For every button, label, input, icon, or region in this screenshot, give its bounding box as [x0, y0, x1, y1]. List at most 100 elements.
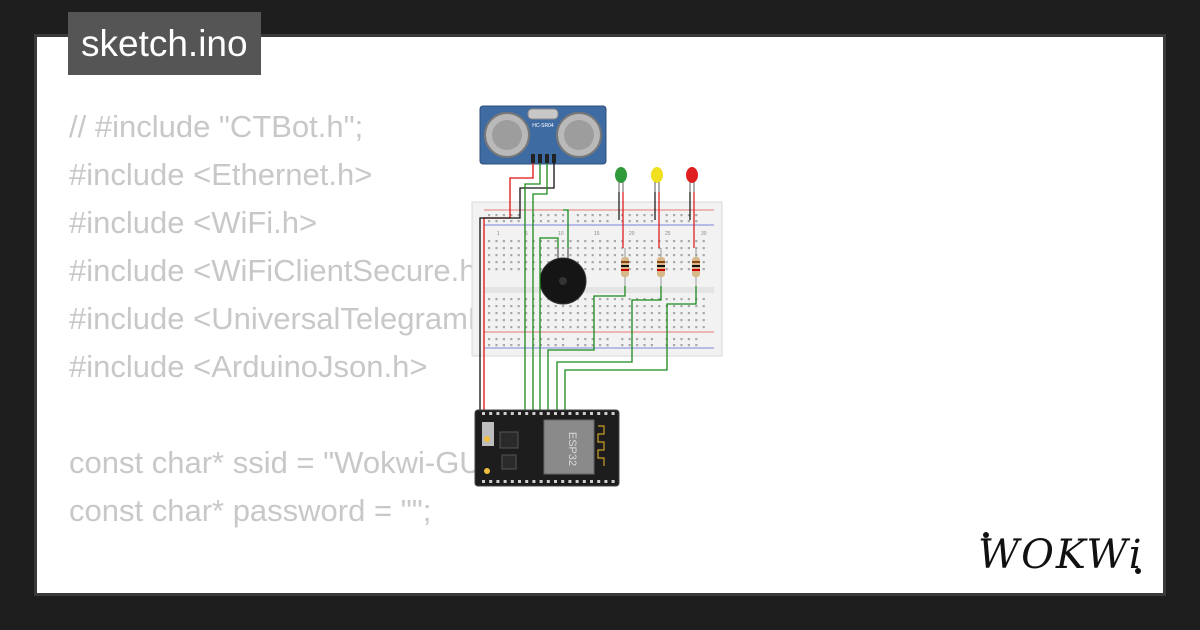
breadboard-hole [628, 312, 631, 315]
breadboard-hole [636, 214, 639, 217]
breadboard-hole [621, 312, 624, 315]
breadboard-hole [687, 214, 690, 217]
breadboard-hole [650, 326, 653, 329]
column-number: 5 [525, 231, 528, 237]
breadboard-hole [680, 319, 683, 322]
breadboard-hole [517, 298, 520, 301]
breadboard-hole [628, 261, 631, 264]
wire-red [483, 163, 534, 410]
esp32-pin [561, 412, 565, 415]
breadboard-hole [584, 338, 587, 341]
breadboard-hole [576, 344, 579, 347]
breadboard-hole [680, 298, 683, 301]
breadboard-hole [621, 254, 624, 257]
wire-green [564, 286, 697, 410]
breadboard-hole [502, 220, 505, 223]
regulator-chip [499, 431, 519, 449]
breadboard-hole [591, 344, 594, 347]
breadboard-hole [673, 298, 676, 301]
breadboard-hole [636, 240, 639, 243]
code-line: // #include "CTBot.h"; [69, 109, 364, 144]
breadboard-hole [680, 268, 683, 271]
breadboard-hole [643, 312, 646, 315]
breadboard-hole [576, 338, 579, 341]
breadboard-hole [702, 268, 705, 271]
breadboard-hole [621, 338, 624, 341]
breadboard-hole [665, 240, 668, 243]
breadboard-hole [687, 305, 690, 308]
breadboard-hole [591, 305, 594, 308]
breadboard-hole [488, 319, 491, 322]
breadboard-hole [606, 298, 609, 301]
breadboard-hole [562, 305, 565, 308]
breadboard-hole [562, 240, 565, 243]
esp32-pin [575, 412, 579, 415]
breadboard-hole [702, 326, 705, 329]
wire-green [532, 163, 548, 410]
breadboard-hole [680, 214, 683, 217]
breadboard-hole [636, 254, 639, 257]
breadboard-hole [658, 326, 661, 329]
breadboard-hole [569, 305, 572, 308]
sensor-crystal [527, 108, 559, 120]
breadboard-hole [584, 240, 587, 243]
breadboard-hole [702, 254, 705, 257]
sensor-pin [552, 154, 556, 163]
breadboard-hole [502, 298, 505, 301]
esp32-pin [546, 480, 550, 483]
esp32-pin [496, 480, 500, 483]
breadboard-hole [599, 326, 602, 329]
breadboard-hole [495, 214, 498, 217]
code-line: #include <ArduinoJson.h> [69, 349, 428, 384]
resistor [657, 248, 665, 286]
breadboard-hole [591, 254, 594, 257]
breadboard-hole [525, 312, 528, 315]
breadboard-hole [665, 214, 668, 217]
breadboard-hole [576, 319, 579, 322]
code-line: #include <WiFi.h> [69, 205, 318, 240]
breadboard-hole [636, 326, 639, 329]
breadboard-hole [687, 338, 690, 341]
breadboard-hole [539, 247, 542, 250]
breadboard-hole [599, 247, 602, 250]
sensor-label: HC-SR04 [532, 123, 554, 129]
wokwi-logo: WOKWi [978, 532, 1142, 576]
breadboard-hole [658, 298, 661, 301]
esp32-pin [532, 412, 536, 415]
breadboard-hole [510, 268, 513, 271]
breadboard-hole [673, 220, 676, 223]
breadboard-hole [576, 247, 579, 250]
breadboard-hole [658, 319, 661, 322]
breadboard-hole [599, 312, 602, 315]
breadboard-hole [599, 214, 602, 217]
breadboard-hole [591, 312, 594, 315]
code-preview: // #include "CTBot.h";#include <Ethernet… [69, 103, 1111, 593]
breadboard-hole [539, 326, 542, 329]
breadboard-hole [687, 247, 690, 250]
breadboard-hole [502, 312, 505, 315]
breadboard-hole [695, 312, 698, 315]
esp32-pin-header [482, 412, 615, 483]
breadboard-hole [680, 254, 683, 257]
breadboard-hole [613, 247, 616, 250]
breadboard-hole [554, 240, 557, 243]
breadboard-hole [495, 312, 498, 315]
esp32-pin [489, 480, 493, 483]
breadboard-body [471, 201, 723, 357]
breadboard-hole [643, 220, 646, 223]
breadboard-hole [599, 298, 602, 301]
wire-green [547, 286, 626, 410]
breadboard-hole [539, 254, 542, 257]
breadboard-hole [495, 305, 498, 308]
breadboard-hole [650, 298, 653, 301]
breadboard-hole [687, 261, 690, 264]
breadboard-hole [636, 220, 639, 223]
breadboard-hole [636, 268, 639, 271]
breadboard-hole [488, 344, 491, 347]
breadboard-hole [584, 247, 587, 250]
breadboard-hole [525, 247, 528, 250]
breadboard-hole [650, 344, 653, 347]
wire-green [556, 286, 662, 410]
breadboard-hole [628, 240, 631, 243]
breadboard-hole [584, 220, 587, 223]
